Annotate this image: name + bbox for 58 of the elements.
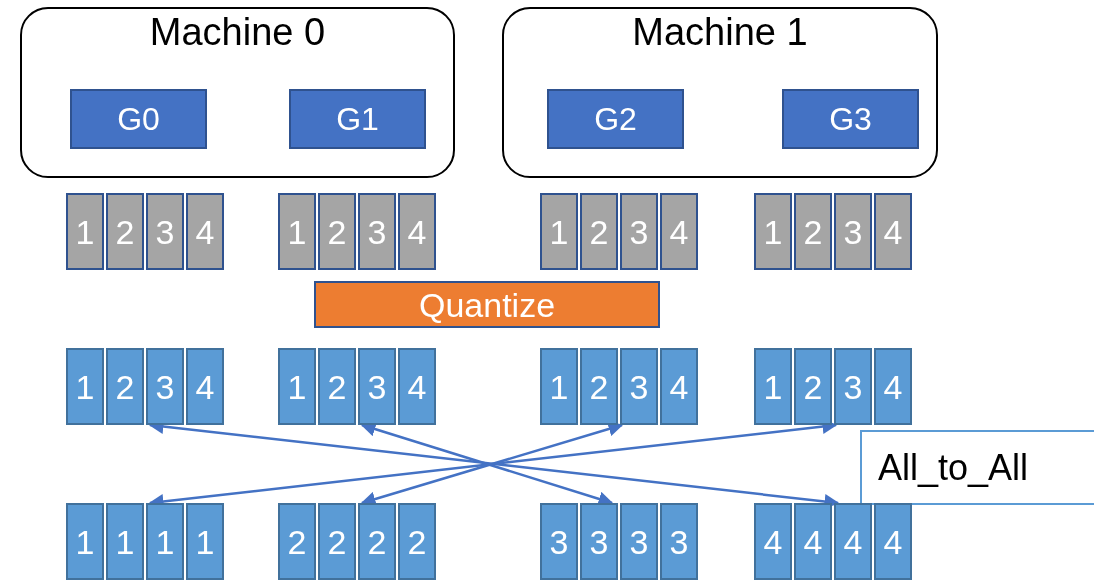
gpu-box: G2 — [547, 89, 684, 149]
chunk-cell: 4 — [874, 348, 912, 425]
chunk-cell: 1 — [106, 503, 144, 580]
quantize-bar: Quantize — [314, 281, 660, 328]
chunk-cell: 4 — [398, 193, 436, 270]
chunk-cell: 1 — [540, 193, 578, 270]
machine-title: Machine 0 — [149, 13, 326, 51]
chunk-cell: 2 — [580, 193, 618, 270]
chunk-cell: 2 — [318, 348, 356, 425]
chunk-cell: 3 — [540, 503, 578, 580]
chunk-cell: 3 — [358, 348, 396, 425]
chunk-cell: 4 — [186, 193, 224, 270]
chunk-cell: 1 — [66, 348, 104, 425]
chunk-cell: 4 — [660, 193, 698, 270]
gpu-box: G0 — [70, 89, 207, 149]
chunk-cell: 3 — [580, 503, 618, 580]
chunk-cell: 4 — [398, 348, 436, 425]
chunk-cell: 3 — [620, 193, 658, 270]
chunk-cell: 3 — [146, 348, 184, 425]
chunk-cell: 2 — [278, 503, 316, 580]
chunk-cell: 2 — [318, 503, 356, 580]
chunk-cell: 1 — [754, 193, 792, 270]
chunk-cell: 4 — [834, 503, 872, 580]
chunk-cell: 1 — [540, 348, 578, 425]
chunk-cell: 1 — [66, 193, 104, 270]
chunk-cell: 2 — [794, 193, 832, 270]
chunk-cell: 2 — [318, 193, 356, 270]
chunk-cell: 3 — [620, 503, 658, 580]
chunk-cell: 3 — [660, 503, 698, 580]
chunk-cell: 1 — [278, 193, 316, 270]
gpu-box: G1 — [289, 89, 426, 149]
note-box: All_to_All — [860, 430, 1094, 505]
chunk-cell: 1 — [66, 503, 104, 580]
chunk-cell: 3 — [358, 193, 396, 270]
chunk-cell: 2 — [358, 503, 396, 580]
chunk-cell: 4 — [754, 503, 792, 580]
chunk-cell: 3 — [620, 348, 658, 425]
chunk-cell: 2 — [398, 503, 436, 580]
machine-box — [502, 7, 938, 178]
machine-box — [20, 7, 455, 178]
chunk-cell: 2 — [794, 348, 832, 425]
chunk-cell: 2 — [580, 348, 618, 425]
chunk-cell: 1 — [146, 503, 184, 580]
chunk-cell: 2 — [106, 193, 144, 270]
machine-title: Machine 1 — [632, 13, 808, 51]
chunk-cell: 4 — [660, 348, 698, 425]
chunk-cell: 4 — [186, 348, 224, 425]
chunk-cell: 3 — [834, 193, 872, 270]
chunk-cell: 2 — [106, 348, 144, 425]
chunk-cell: 3 — [146, 193, 184, 270]
chunk-cell: 1 — [186, 503, 224, 580]
chunk-cell: 1 — [278, 348, 316, 425]
chunk-cell: 1 — [754, 348, 792, 425]
chunk-cell: 4 — [874, 193, 912, 270]
chunk-cell: 3 — [834, 348, 872, 425]
chunk-cell: 4 — [794, 503, 832, 580]
gpu-box: G3 — [782, 89, 919, 149]
chunk-cell: 4 — [874, 503, 912, 580]
